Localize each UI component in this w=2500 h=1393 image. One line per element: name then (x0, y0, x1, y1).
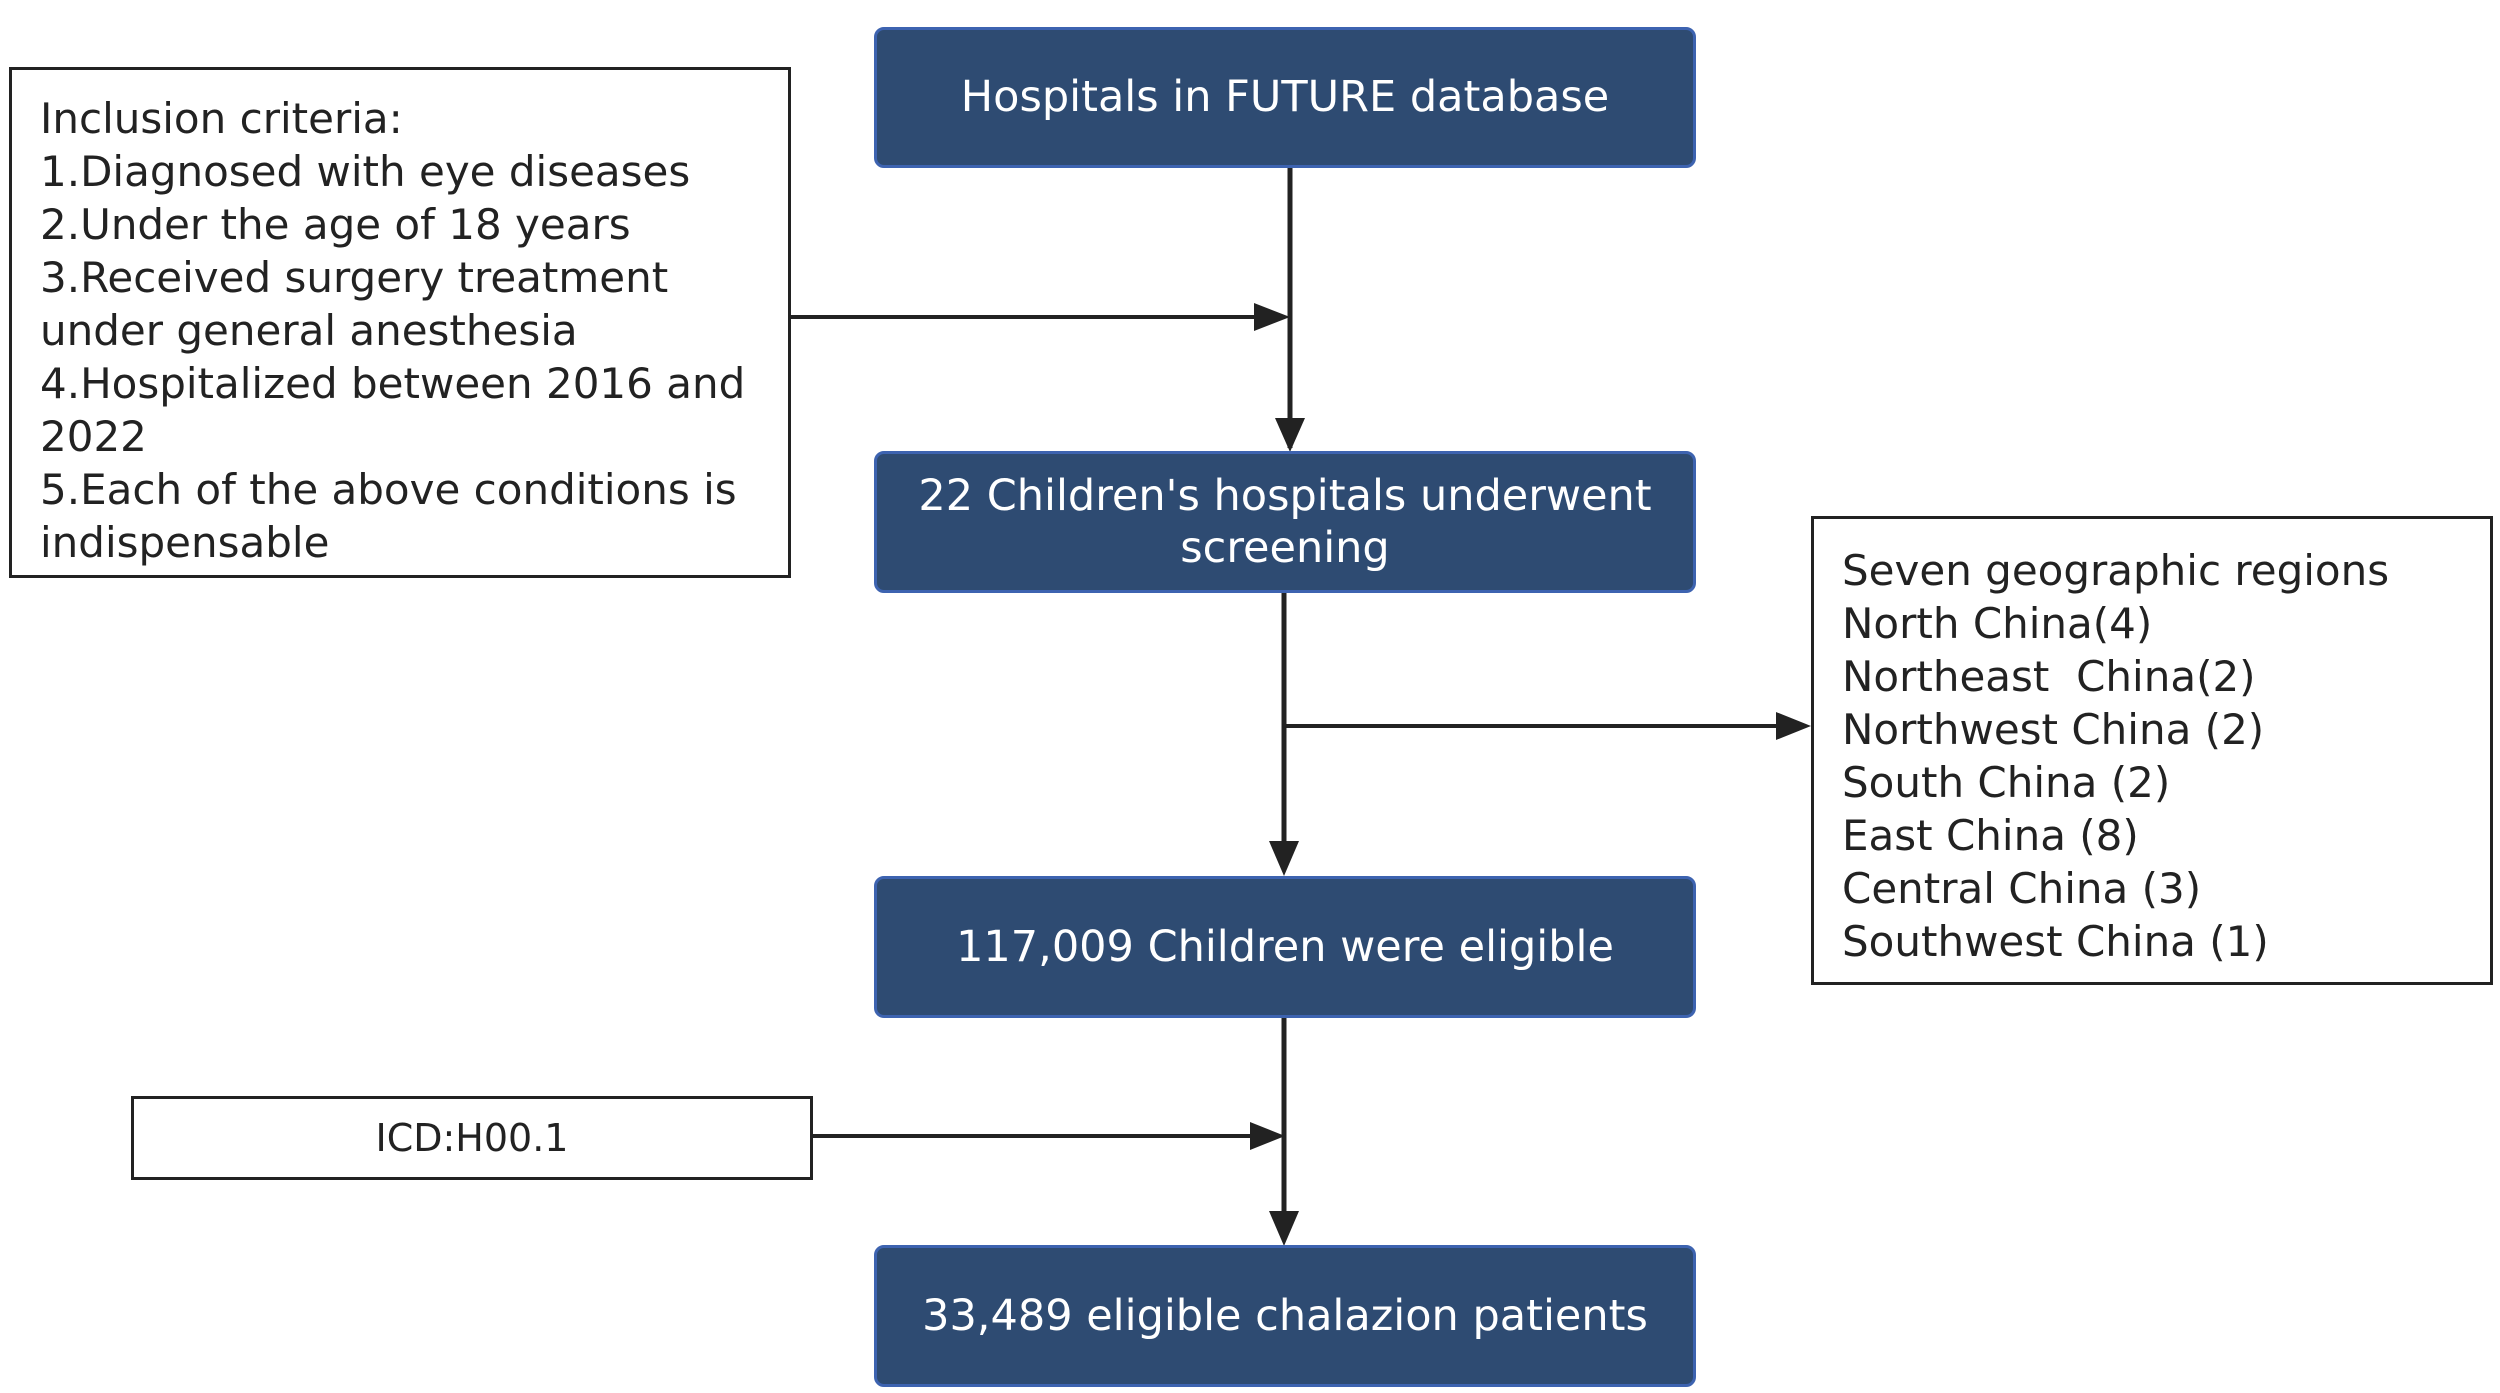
inclusion-criteria-box: Inclusion criteria: 1.Diagnosed with eye… (9, 67, 791, 578)
step-chalazion-patients: 33,489 eligible chalazion patients (874, 1245, 1696, 1387)
arrowhead-inclusion (1254, 303, 1290, 331)
criteria-line: 2022 (40, 412, 147, 461)
criteria-line: indispensable (40, 518, 330, 567)
step-line: 33,489 eligible chalazion patients (922, 1290, 1648, 1341)
step-hospitals-screening: 22 Children's hospitals underwent screen… (874, 451, 1696, 593)
arrowhead-step3 (1269, 841, 1299, 876)
region-item: South China (2) (1842, 758, 2171, 807)
step-hospitals-database: Hospitals in FUTURE database (874, 27, 1696, 168)
criteria-line: 3.Received surgery treatment (40, 253, 669, 302)
region-item: East China (8) (1842, 811, 2139, 860)
criteria-heading: Inclusion criteria: (40, 94, 403, 143)
step-line: 117,009 Children were eligible (956, 921, 1614, 972)
criteria-line: 5.Each of the above conditions is (40, 465, 737, 514)
arrowhead-icd (1250, 1122, 1285, 1150)
arrowhead-step4 (1269, 1211, 1299, 1246)
region-item: North China(4) (1842, 599, 2153, 648)
region-item: Northeast China(2) (1842, 652, 2256, 701)
criteria-line: under general anesthesia (40, 306, 578, 355)
arrowhead-regions (1776, 712, 1811, 740)
step-children-eligible: 117,009 Children were eligible (874, 876, 1696, 1018)
regions-heading: Seven geographic regions (1842, 546, 2390, 595)
region-item: Northwest China (2) (1842, 705, 2265, 754)
geographic-regions-box: Seven geographic regions North China(4) … (1811, 516, 2493, 985)
region-item: Central China (3) (1842, 864, 2202, 913)
step-line: screening (1180, 523, 1390, 573)
icd-filter-box: ICD:H00.1 (131, 1096, 813, 1180)
step-line: 22 Children's hospitals underwent (918, 470, 1652, 521)
arrowhead-step2 (1275, 418, 1305, 452)
criteria-line: 4.Hospitalized between 2016 and (40, 359, 746, 408)
icd-code: ICD:H00.1 (375, 1116, 569, 1160)
criteria-line: 1.Diagnosed with eye diseases (40, 147, 691, 196)
region-item: Southwest China (1) (1842, 917, 2269, 966)
step-line: Hospitals in FUTURE database (960, 72, 1610, 123)
criteria-line: 2.Under the age of 18 years (40, 200, 631, 249)
